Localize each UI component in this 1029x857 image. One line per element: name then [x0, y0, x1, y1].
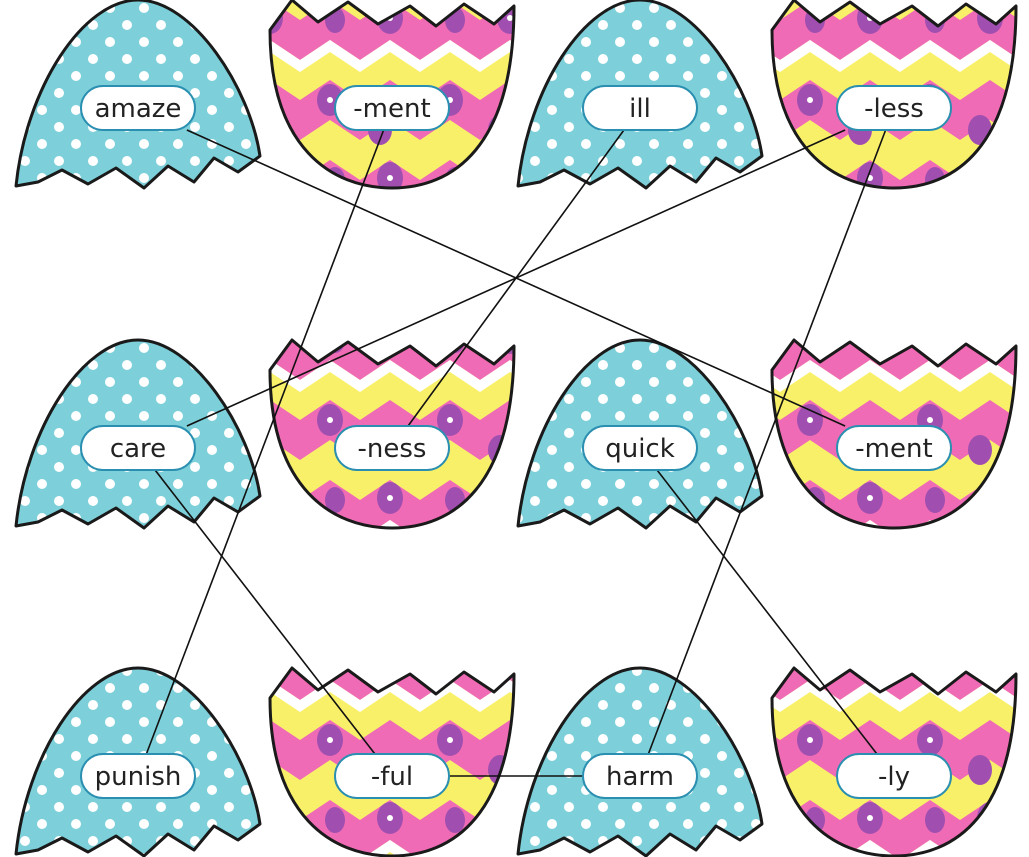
word-label-text: -ment [855, 434, 932, 464]
word-label-text: -less [864, 94, 924, 124]
word-label-ill[interactable]: ill [582, 85, 698, 131]
connector-less-harm [647, 129, 887, 755]
word-label-box [80, 425, 196, 471]
word-label-box [836, 753, 952, 799]
word-label-box [334, 425, 450, 471]
word-label-ness[interactable]: -ness [334, 425, 450, 471]
word-label-box [80, 85, 196, 131]
word-label-care[interactable]: care [80, 425, 196, 471]
word-label-ment2[interactable]: -ment [836, 425, 952, 471]
word-label-text: ill [629, 94, 651, 124]
word-label-box [836, 425, 952, 471]
word-label-ment1[interactable]: -ment [334, 85, 450, 131]
word-label-text: amaze [95, 94, 182, 124]
word-labels: amaze -ment ill -less care -ness quick -ment pun… [80, 85, 952, 799]
connector-ment1-punish [145, 129, 385, 755]
word-label-less[interactable]: -less [836, 85, 952, 131]
word-label-text: -ness [358, 434, 427, 464]
word-label-box [334, 753, 450, 799]
word-label-text: harm [606, 762, 674, 792]
word-label-box [582, 85, 698, 131]
word-label-ly[interactable]: -ly [836, 753, 952, 799]
word-label-box [334, 85, 450, 131]
word-label-ful[interactable]: -ful [334, 753, 450, 799]
word-label-box [80, 753, 196, 799]
word-label-text: quick [605, 434, 675, 464]
word-label-harm[interactable]: harm [582, 753, 698, 799]
connector-less-care [186, 129, 846, 427]
word-label-box [836, 85, 952, 131]
word-label-punish[interactable]: punish [80, 753, 196, 799]
connector-care-ful [154, 469, 376, 755]
word-label-text: care [110, 434, 166, 464]
word-label-text: -ment [353, 94, 430, 124]
word-label-text: punish [95, 762, 182, 792]
word-label-text: -ly [878, 762, 910, 792]
word-label-text: -ful [371, 762, 413, 792]
connector-quick-ly [656, 469, 878, 755]
word-label-box [582, 753, 698, 799]
connector-lines [145, 129, 887, 777]
word-label-box [582, 425, 698, 471]
word-label-quick[interactable]: quick [582, 425, 698, 471]
word-label-amaze[interactable]: amaze [80, 85, 196, 131]
